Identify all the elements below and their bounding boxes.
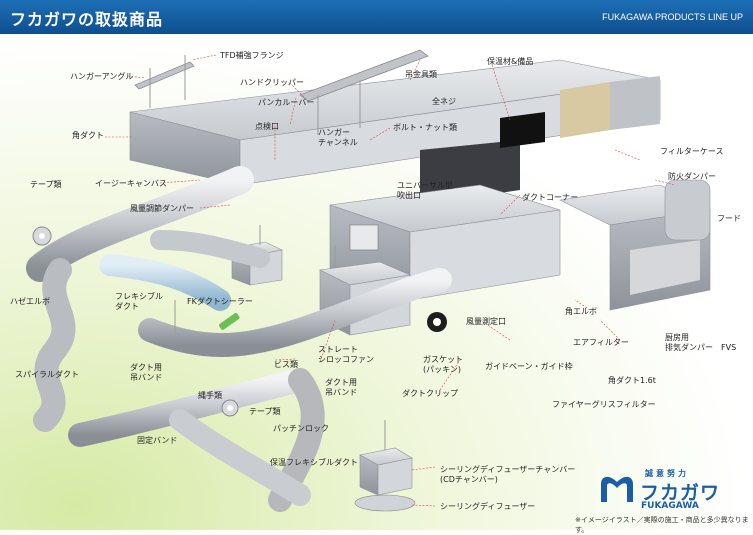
- leader-lines: [105, 54, 676, 507]
- label-fk-sealer: FKダクトシーラー: [187, 297, 253, 306]
- label-volume-damper: 風量調節ダンパー: [130, 204, 194, 213]
- ceiling-chamber-box: [354, 447, 416, 512]
- footnote: ※イメージイラスト／実際の施工・商品と多少異なります。: [575, 516, 749, 534]
- label-all-screw: 全ネジ: [432, 97, 456, 106]
- brand-name-en: FUKAGAWA: [641, 501, 699, 511]
- label-hand-clipper: ハンドクリッパー: [240, 78, 304, 87]
- label-tape-2: テープ類: [249, 407, 281, 416]
- label-fixed-band: 固定バンド: [137, 436, 178, 445]
- page-subtitle: FUKAGAWA PRODUCTS LINE UP: [602, 12, 743, 22]
- label-wire: 縄手類: [198, 391, 222, 400]
- label-duct-band: ダクト用 吊バンド: [130, 363, 163, 382]
- brand-name-jp: フカガワ: [640, 482, 721, 504]
- label-filter-case: フィルターケース: [660, 147, 724, 156]
- label-patchin-lock: パッチンロック: [273, 424, 329, 433]
- label-spiral: スパイラルダクト: [15, 370, 79, 379]
- hood-unit: [559, 179, 711, 311]
- label-hanger-angle: ハンガーアングル: [70, 72, 134, 81]
- label-guide-vane: ガイドベーン・ガイド枠: [485, 362, 573, 371]
- label-tfd: TFD補強フランジ: [220, 51, 284, 60]
- label-hanger-channel: ハンガー チャンネル: [318, 128, 358, 147]
- label-fryer-filter: ファイヤーグリスフィルター: [552, 400, 656, 409]
- fk-sealer-tube: [219, 313, 240, 330]
- label-duct-corner: ダクトコーナー: [522, 193, 578, 202]
- label-bolt-nut: ボルト・ナット類: [393, 123, 457, 132]
- label-flexible: フレキシブル ダクト: [115, 292, 163, 311]
- label-duct-clip: ダクトクリップ: [402, 389, 458, 398]
- label-square-duct: 角ダクト: [72, 131, 104, 140]
- round-ducts: [26, 166, 452, 512]
- fukagawa-logo-icon: [601, 476, 633, 502]
- label-air-measure: 風量測定口: [466, 317, 506, 326]
- label-inspection: 点検口: [255, 122, 279, 131]
- hanger-channel-rail: [299, 49, 429, 102]
- label-tape: テープ類: [30, 180, 62, 189]
- label-air-filter: エアフィルター: [573, 338, 629, 347]
- label-hood: フード: [717, 214, 741, 223]
- hanging-rods: [149, 55, 386, 450]
- label-easy-canvas: イージーキャンバス: [95, 179, 167, 188]
- page-title: フカガワの取扱商品: [10, 10, 164, 29]
- label-straight-sirocco: ストレート シロッコファン: [318, 345, 374, 364]
- brand-tagline: 誠意努力: [645, 469, 689, 478]
- label-ceiling-diffuser: シーリングディフューザー: [440, 502, 536, 511]
- label-insulated-flex: 保温フレキシブルダクト: [270, 458, 358, 467]
- label-duct-band-2: ダクト用 吊バンド: [325, 378, 358, 397]
- label-kitchen-fvs: 厨房用 排気ダンパー FVS: [665, 333, 737, 352]
- label-hazel-elbow: ハゼエルボ: [10, 297, 50, 306]
- label-universal: ユニバーサル型 吹出口: [397, 181, 453, 200]
- label-punch-louver: パンカルーバー: [258, 98, 315, 107]
- header-bar: フカガワの取扱商品 FUKAGAWA PRODUCTS LINE UP: [0, 0, 753, 34]
- label-gasket: ガスケット (パッキン): [423, 355, 463, 374]
- label-insulation: 保温材&備品: [487, 57, 534, 66]
- label-suspension: 吊金具類: [405, 70, 437, 79]
- label-square-duct-16: 角ダクト1.6t: [608, 376, 656, 385]
- label-square-elbow: 角エルボ: [565, 307, 597, 316]
- label-screws: ビス類: [274, 360, 298, 369]
- label-ceiling-chamber: シーリングディフューザーチャンバー (CDチャンバー): [440, 465, 576, 484]
- label-fire-damper: 防火ダンパー: [668, 172, 716, 181]
